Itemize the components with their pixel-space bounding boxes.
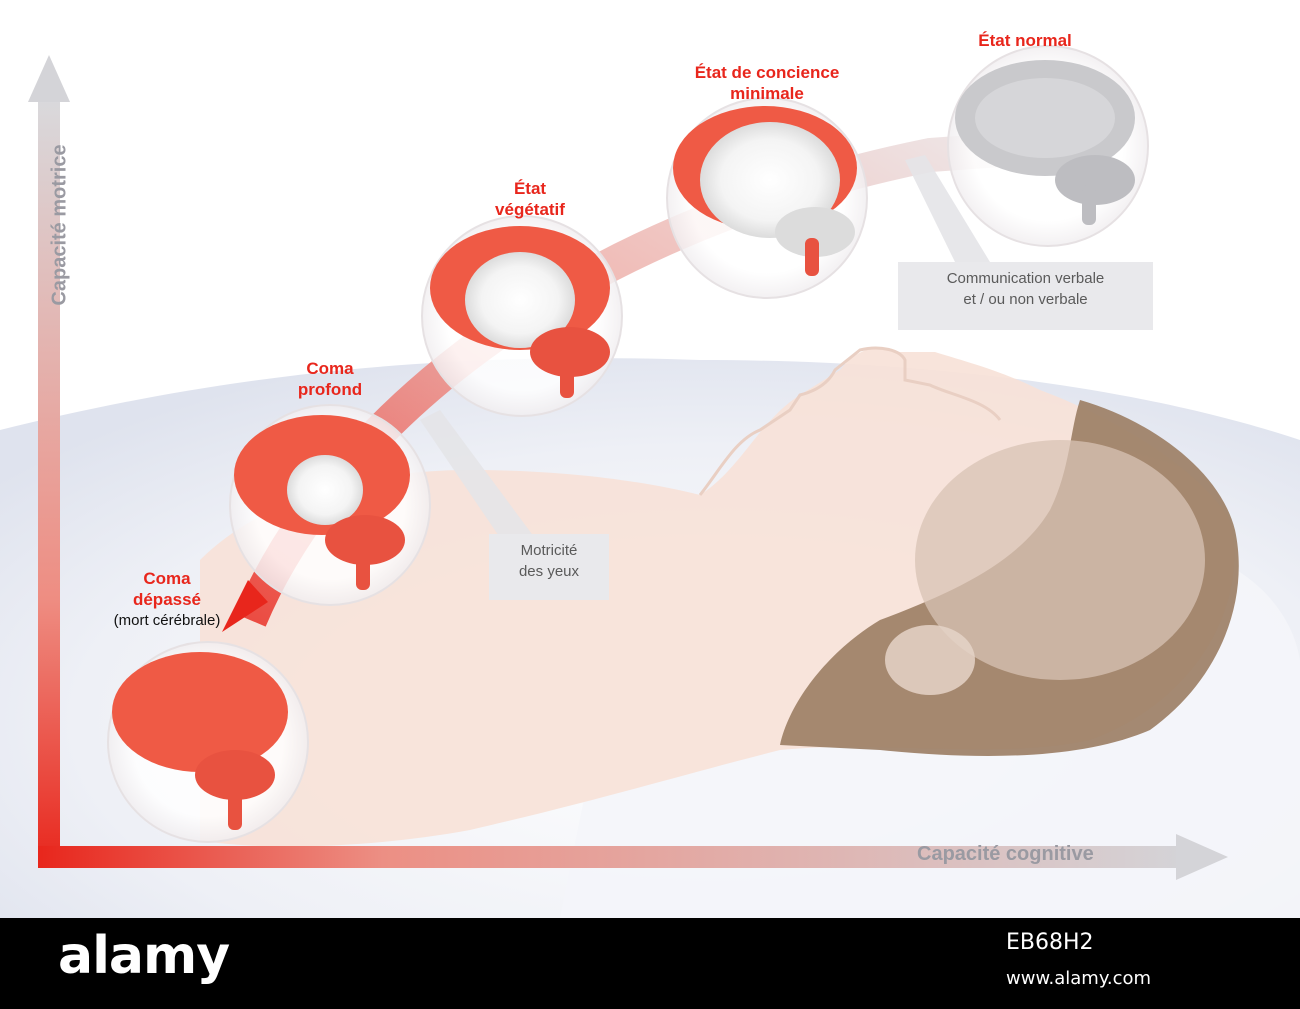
stage-circle-etat-vegetatif: [422, 216, 622, 416]
label-coma-depasse-sub: (mort cérébrale): [82, 610, 252, 631]
label-etat-vegetatif: État végétatif: [470, 178, 590, 220]
footer-logo: alamy: [58, 926, 229, 986]
stage-circle-etat-normal: [948, 46, 1148, 246]
stock-footer-bar: alamy EB68H2 www.alamy.com: [0, 918, 1300, 1009]
label-coma-depasse-line1: Coma: [82, 568, 252, 589]
label-etat-normal-line1: État normal: [960, 30, 1090, 51]
note-communication-line2: et / ou non verbale: [906, 289, 1145, 310]
stage-circle-coma-profond: [230, 405, 430, 605]
note-communication: Communication verbale et / ou non verbal…: [898, 262, 1153, 330]
stage-circle-coma-depasse: [108, 642, 308, 842]
label-etat-vegetatif-line2: végétatif: [470, 199, 590, 220]
note-communication-line1: Communication verbale: [906, 268, 1145, 289]
note-eyes-line2: des yeux: [497, 561, 601, 582]
footer-image-code: EB68H2: [1006, 930, 1094, 955]
label-coma-profond: Coma profond: [270, 358, 390, 400]
head-cerebellum: [885, 625, 975, 695]
label-etat-vegetatif-line1: État: [470, 178, 590, 199]
label-etat-normal: État normal: [960, 30, 1090, 51]
label-etat-conscience-minimale: État de concience minimale: [652, 62, 882, 104]
label-coma-depasse: Coma dépassé (mort cérébrale): [82, 568, 252, 631]
note-eyes-line1: Motricité: [497, 540, 601, 561]
label-etat-conscience-minimale-line1: État de concience: [652, 62, 882, 83]
y-axis-label: Capacité motrice: [49, 144, 72, 305]
label-coma-profond-line2: profond: [270, 379, 390, 400]
stage-circle-etat-conscience-minimale: [667, 98, 867, 298]
label-coma-profond-line1: Coma: [270, 358, 390, 379]
note-eyes-motricity: Motricité des yeux: [489, 534, 609, 600]
footer-url: www.alamy.com: [1006, 968, 1151, 989]
label-etat-conscience-minimale-line2: minimale: [652, 83, 882, 104]
label-coma-depasse-line2: dépassé: [82, 589, 252, 610]
x-axis-label: Capacité cognitive: [917, 843, 1094, 866]
